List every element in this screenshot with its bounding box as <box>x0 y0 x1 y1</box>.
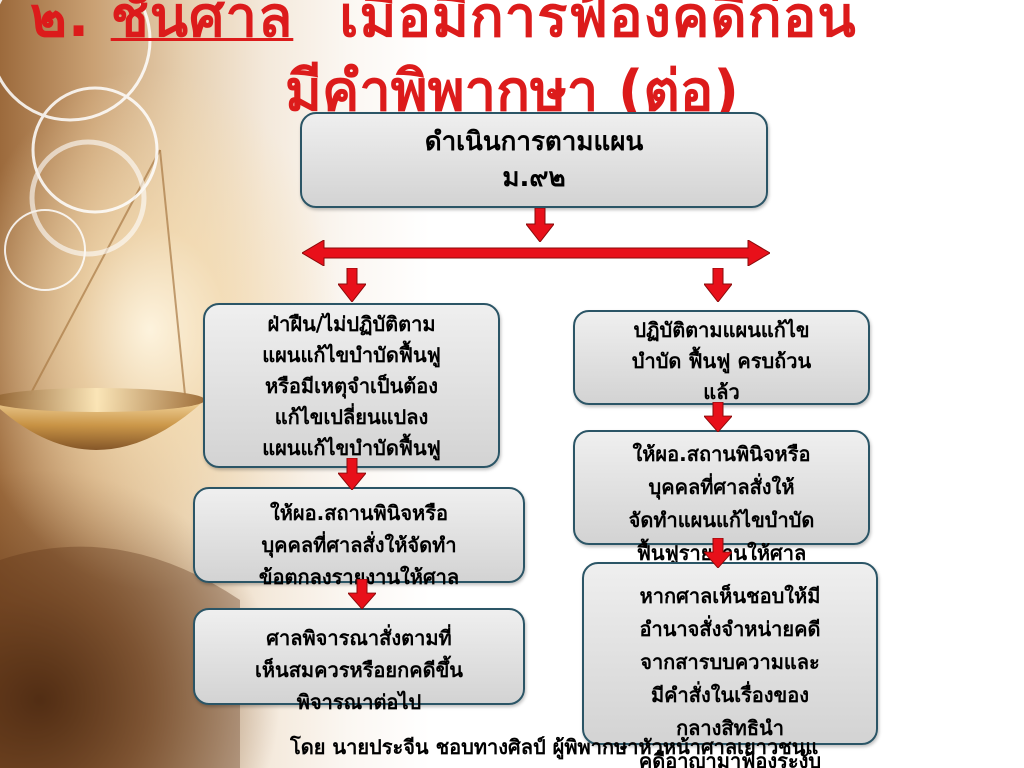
down-arrow-icon <box>348 579 376 609</box>
box-line: หากศาลเห็นชอบให้มี <box>639 584 821 608</box>
box-case-dismissal: หากศาลเห็นชอบให้มี อำนาจสั่งจำหน่ายคดี จ… <box>582 562 878 768</box>
slide-title: ๒. ชั้นศาล เมื่อมีการฟ้องคดีก่อน <box>30 0 857 48</box>
double-headed-arrow-icon <box>302 240 770 266</box>
box-line: ให้ผอ.สถานพินิจหรือ <box>269 501 448 525</box>
down-arrow-icon <box>526 208 554 242</box>
box-line: มีคำสั่งในเรื่องของ <box>650 683 809 707</box>
box-report-plan: ให้ผอ.สถานพินิจหรือ บุคคลที่ศาลสั่งให้ จ… <box>573 430 870 565</box>
box-line: ศาลพิจารณาสั่งตามที่ <box>266 626 452 650</box>
box-line: บุคคลที่ศาลสั่งให้จัดทำ <box>261 533 457 557</box>
box-court-consideration: ศาลพิจารณาสั่งตามที่ เห็นสมควรหรือยกคดีข… <box>193 608 525 714</box>
box-line: บุคคลที่ศาลสั่งให้ <box>648 475 795 499</box>
down-arrow-icon <box>338 458 366 490</box>
box-line: คดีอาญามาฟ้องระงับ <box>638 749 822 768</box>
down-arrow-icon <box>338 268 366 302</box>
box-line: บำบัด ฟื้นฟู ครบถ้วน <box>631 349 812 373</box>
box-line: ปฏิบัติตามแผนแก้ไข <box>633 318 810 342</box>
down-arrow-icon <box>704 538 732 568</box>
box-violation: ฝ่าฝืน/ไม่ปฏิบัติตาม แผนแก้ไขบำบัดฟื้นฟู… <box>203 303 500 468</box>
box-line: ม.๙๒ <box>502 163 566 193</box>
box-line: จัดทำแผนแก้ไขบำบัด <box>628 508 815 532</box>
box-line: แก้ไขเปลี่ยนแปลง <box>274 405 429 429</box>
title-court-level: ชั้นศาล <box>110 0 294 50</box>
box-line: ฝ่าฝืน/ไม่ปฏิบัติตาม <box>267 312 436 336</box>
box-line: เห็นสมควรหรือยกคดีขึ้น <box>255 658 463 682</box>
box-line: พิจารณาต่อไป <box>296 690 422 714</box>
box-line: กลางสิทธินำ <box>676 716 784 740</box>
box-line: ให้ผอ.สถานพินิจหรือ <box>632 442 811 466</box>
box-plan-execution: ดำเนินการตามแผน ม.๙๒ <box>300 112 768 208</box>
box-plan-completed: ปฏิบัติตามแผนแก้ไข บำบัด ฟื้นฟู ครบถ้วน … <box>573 310 870 405</box>
box-report-agreement: ให้ผอ.สถานพินิจหรือ บุคคลที่ศาลสั่งให้จั… <box>193 487 525 589</box>
down-arrow-icon <box>704 268 732 302</box>
box-line: แผนแก้ไขบำบัดฟื้นฟู <box>262 343 441 367</box>
down-arrow-icon <box>704 402 732 432</box>
box-line: แผนแก้ไขบำบัดฟื้นฟู <box>262 436 441 460</box>
box-line: ดำเนินการตามแผน <box>424 127 644 157</box>
box-line: จากสารบบความและ <box>640 650 820 674</box>
title-rest: เมื่อมีการฟ้องคดีก่อน <box>339 0 857 50</box>
slide-title-line-2: มีคำพิพากษา (ต่อ) <box>284 59 740 124</box>
box-line: อำนาจสั่งจำหน่ายคดี <box>639 617 821 641</box>
box-line: แล้ว <box>703 380 740 404</box>
scale-of-justice-image <box>0 0 240 768</box>
decorative-rings <box>0 0 159 291</box>
box-line: หรือมีเหตุจำเป็นต้อง <box>264 374 439 398</box>
slide-footer-author: โดย นายประจีน ชอบทางศิลป์ ผู้พิพากษาหัวห… <box>290 735 819 759</box>
title-number: ๒. <box>30 0 91 50</box>
